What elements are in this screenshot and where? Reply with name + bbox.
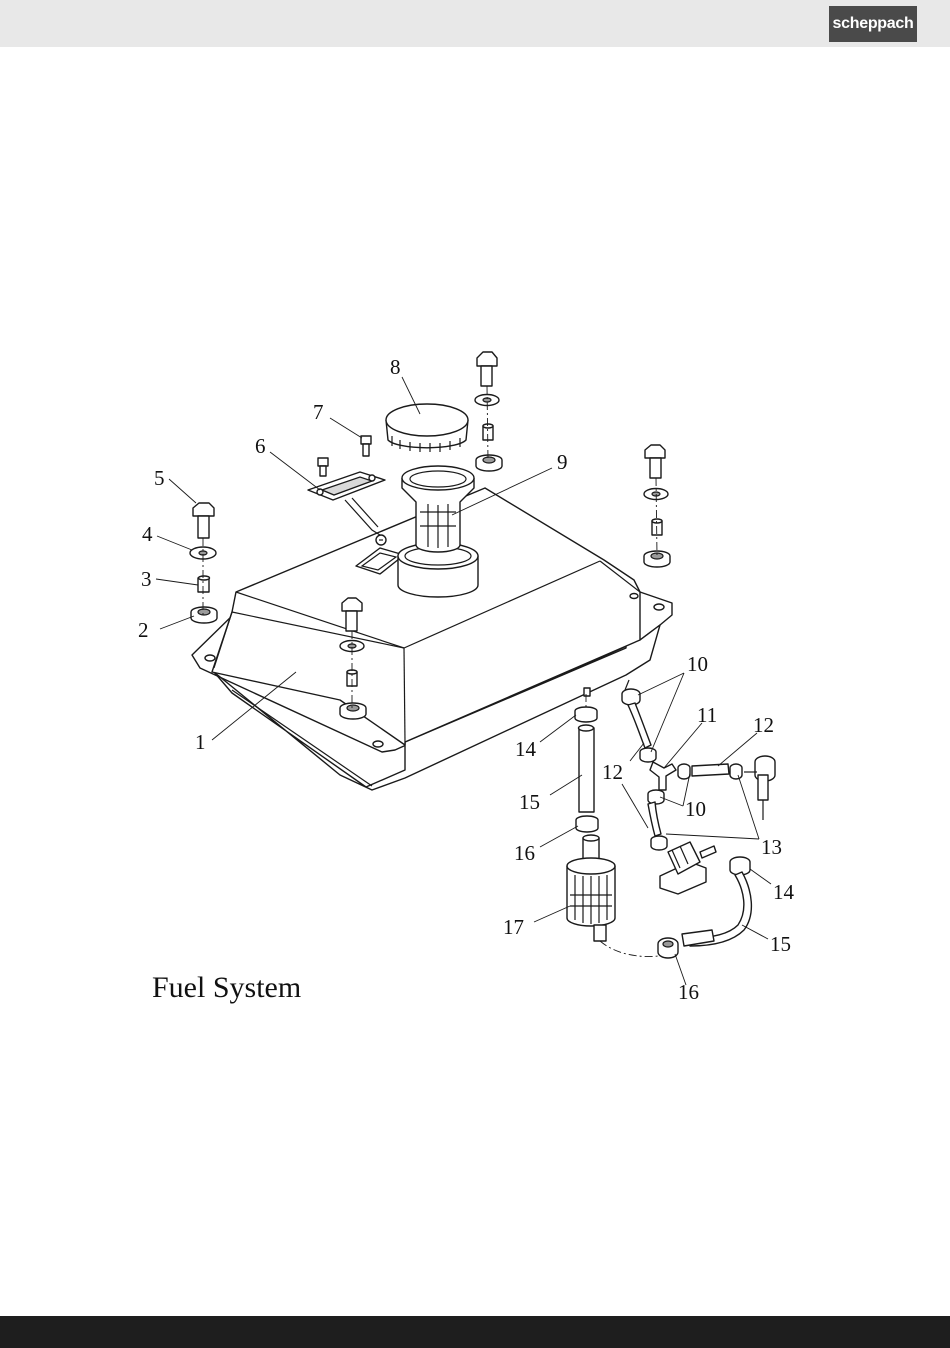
callout-13: 13 (761, 835, 782, 859)
callout-15-left: 15 (519, 790, 540, 814)
callout-12-left: 12 (602, 760, 623, 784)
callout-10-lower: 10 (685, 797, 706, 821)
footer-bar (0, 1316, 950, 1348)
fuel-line-left (567, 694, 665, 957)
callout-9: 9 (557, 450, 568, 474)
callout-7: 7 (313, 400, 324, 424)
callout-5: 5 (154, 466, 165, 490)
callout-17: 17 (503, 915, 524, 939)
callout-14-right: 14 (773, 880, 795, 904)
callout-2: 2 (138, 618, 149, 642)
callout-11: 11 (697, 703, 717, 727)
callout-14-left: 14 (515, 737, 537, 761)
callout-15-right: 15 (770, 932, 791, 956)
mounting-bolt-right (644, 445, 670, 567)
callout-16-bottom: 16 (678, 980, 699, 1004)
callout-12-right: 12 (753, 713, 774, 737)
callout-4: 4 (142, 522, 153, 546)
callout-10-upper: 10 (687, 652, 708, 676)
callout-1: 1 (195, 730, 206, 754)
callout-6: 6 (255, 434, 266, 458)
callout-3: 3 (141, 567, 152, 591)
fuel-gauge (308, 436, 386, 545)
mounting-bolt-rear (475, 352, 502, 471)
mounting-bolt-left (190, 503, 217, 623)
figure-caption: Fuel System (152, 971, 301, 1005)
fuel-cap (386, 404, 468, 452)
callout-16-left: 16 (514, 841, 535, 865)
callout-8: 8 (390, 355, 401, 379)
